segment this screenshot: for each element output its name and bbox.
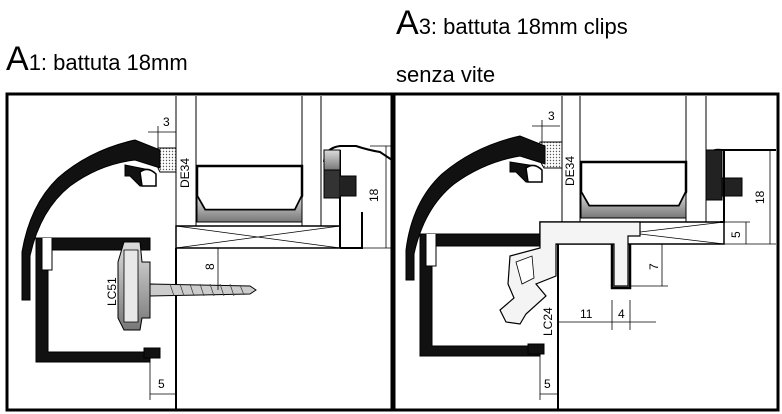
right-dim-4: 4 [618,307,625,321]
right-drawing [405,96,776,410]
right-dim-5-bottom: 5 [544,377,551,391]
left-dim-5: 5 [158,377,165,391]
left-drawing [21,96,393,410]
right-dim-18: 18 [753,190,767,204]
left-section-title: A1: battuta 18mm [6,40,188,79]
right-title-letter: A [396,4,419,42]
lc24-label: LC24 [541,307,555,336]
right-dim-11: 11 [580,307,593,321]
left-de34-label: DE34 [178,158,192,188]
left-dim-8: 8 [203,263,217,270]
lc51-label: LC51 [105,277,119,306]
left-title-text: 1: battuta 18mm [28,50,188,75]
right-title-subline: senza vite [396,62,496,87]
right-panel-frame [392,92,780,412]
right-title-text: 3: battuta 18mm clips [418,14,628,39]
right-de34-label: DE34 [563,156,577,186]
right-dim-7: 7 [647,263,661,270]
left-dim-3: 3 [163,115,170,129]
right-section-title: A3: battuta 18mm clips [396,4,628,43]
left-title-letter: A [6,40,29,78]
right-dim-3: 3 [548,109,555,123]
right-dim-5-side: 5 [729,231,743,238]
left-dim-18: 18 [367,188,381,202]
left-panel-frame [5,92,394,412]
